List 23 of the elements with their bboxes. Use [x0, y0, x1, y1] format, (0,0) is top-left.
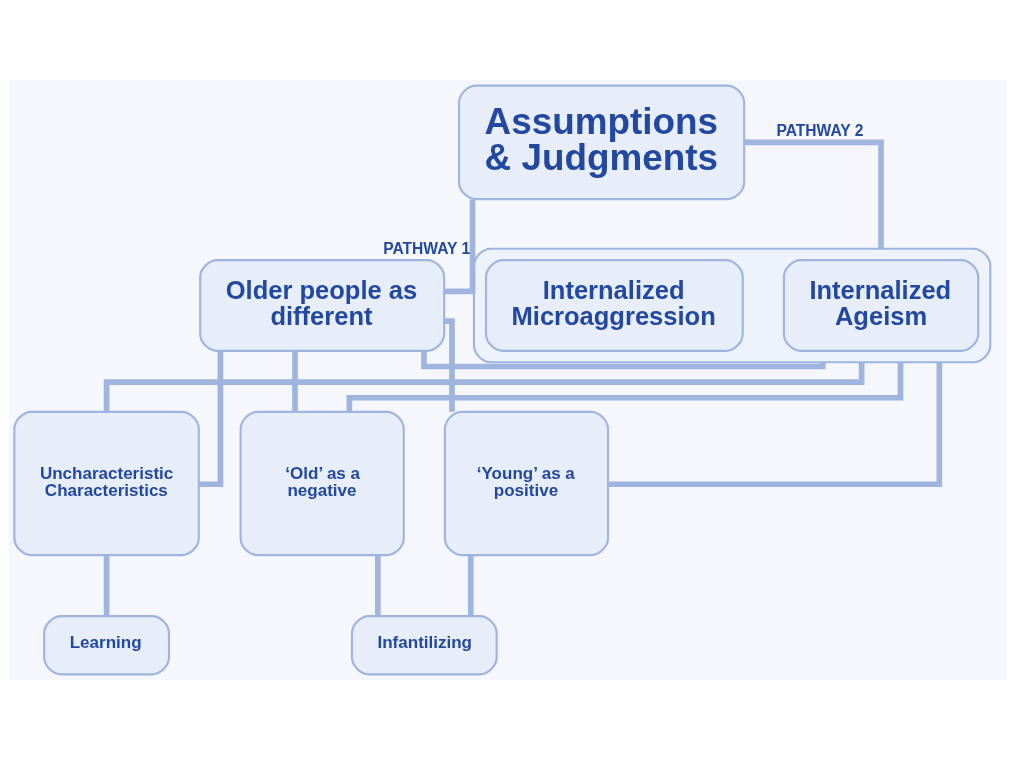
node-box: Uncharacteristic Characteristics — [13, 410, 200, 557]
node-box: Internalized Microaggression — [484, 259, 744, 352]
cluster — [472, 247, 992, 364]
node-box: Older people as different — [199, 259, 446, 352]
edge-label: PATHWAY 2 — [776, 122, 864, 140]
connector — [421, 351, 826, 370]
node-box: ‘Old’ as a negative — [239, 410, 405, 557]
node-box: Internalized Ageism — [782, 259, 980, 352]
connector — [199, 351, 224, 488]
connector — [375, 555, 381, 617]
edge-label: PATHWAY 1 — [383, 239, 471, 257]
connector — [744, 139, 884, 249]
connector — [444, 318, 455, 412]
connector — [608, 362, 943, 488]
node-box: Assumptions & Judgments — [458, 84, 746, 201]
connector — [467, 555, 474, 617]
node-box: Infantilizing — [350, 615, 498, 676]
connector — [103, 555, 110, 617]
node-box: Learning — [43, 615, 171, 676]
connector — [346, 362, 904, 412]
connector — [444, 199, 476, 295]
connector — [292, 351, 298, 412]
node-box: ‘Young’ as a positive — [443, 410, 610, 557]
